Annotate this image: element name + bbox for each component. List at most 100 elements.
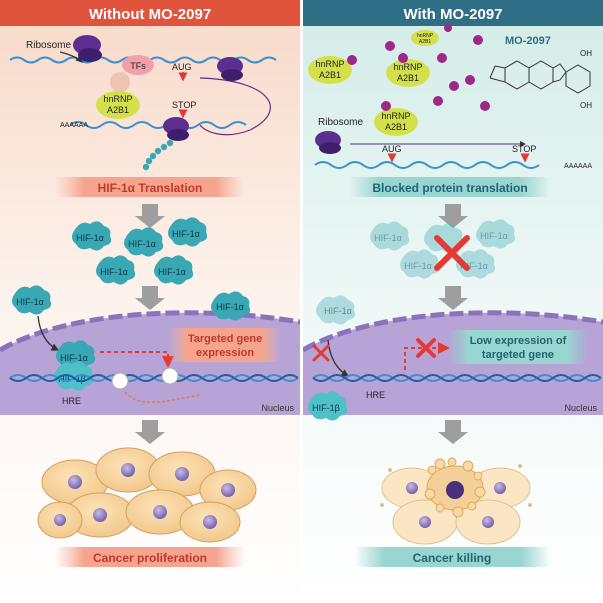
oh-label: OH	[580, 101, 592, 110]
outcome-banner	[355, 547, 550, 567]
outcome-banner-text: Cancer proliferation	[93, 551, 207, 565]
step1-banner-text: Blocked protein translation	[372, 181, 527, 195]
hnrnp-a2b1-icon	[96, 91, 140, 119]
right-title: With MO-2097	[403, 6, 502, 23]
ribosome-icon	[221, 69, 243, 81]
left-title: Without MO-2097	[89, 6, 211, 23]
hnrnp-label-1: hnRNP	[103, 94, 132, 104]
target-banner-line1: Targeted gene	[188, 333, 262, 345]
hif1b-protein	[54, 361, 94, 391]
hif1a-label: HIF-1α	[76, 233, 104, 243]
cancer-cell-cluster	[37, 447, 257, 543]
ribosome-icon	[319, 142, 341, 154]
target-banner-line2: targeted gene	[482, 349, 554, 361]
polymerase-icon	[111, 372, 129, 390]
stop-label: STOP	[172, 100, 196, 110]
target-gene-banner	[170, 328, 280, 362]
ribosome-icon	[167, 129, 189, 141]
hre-label: HRE	[62, 396, 81, 406]
step1-banner-text: HIF-1α Translation	[98, 181, 203, 195]
hif1a-label: HIF-1α	[404, 261, 432, 271]
ribosome-arrow	[59, 51, 83, 63]
mo2097-molecule	[398, 53, 408, 63]
ribosome-icon	[78, 48, 102, 62]
hif1a-label: HIF-1α	[16, 297, 44, 307]
hnrnp-a2b1-icon	[411, 30, 439, 46]
mo2097-molecules	[385, 24, 490, 111]
dna-strand	[312, 374, 602, 382]
import-arrow	[37, 315, 60, 351]
down-arrow	[135, 420, 165, 444]
blocked-activation-arrow	[404, 342, 450, 370]
left-header-bar	[0, 0, 300, 26]
hnrnp-label-2: A2B1	[419, 39, 431, 45]
down-arrow	[135, 286, 165, 310]
hif1a-protein	[12, 285, 52, 315]
mrna-strand-lower	[69, 121, 247, 129]
mo2097-molecule	[381, 101, 391, 111]
faded-hif1a-proteins	[370, 219, 516, 279]
hif1b-protein	[308, 391, 348, 421]
polya-label: AAAAAA	[564, 163, 592, 170]
polya-label: AAAAAA	[60, 122, 88, 129]
mo2097-structure	[489, 60, 591, 94]
hre-label: HRE	[366, 390, 385, 400]
hnrnp-label-1: hnRNP	[315, 59, 344, 69]
peptide-chain	[142, 139, 174, 171]
down-arrow	[438, 204, 468, 228]
compound-label: MO-2097	[505, 35, 551, 47]
hnrnp-label-2: A2B1	[107, 105, 129, 115]
tfs-label: TFs	[130, 61, 146, 71]
stop-label: STOP	[512, 144, 536, 154]
down-arrow	[438, 286, 468, 310]
blocked-import-x-icon	[312, 344, 330, 362]
down-arrow	[135, 204, 165, 228]
right-header-bar	[303, 0, 603, 26]
hnrnp-label-1: hnRNP	[417, 33, 434, 39]
step1-banner	[350, 177, 550, 197]
hnrnp-label-2: A2B1	[397, 73, 419, 83]
nuclear-envelope	[0, 310, 301, 353]
transcript-strand	[124, 391, 201, 404]
dna-strand	[9, 374, 299, 382]
hif1a-protein	[211, 291, 251, 321]
hif1a-label: HIF-1α	[480, 231, 508, 241]
hif1a-label: HIF-1α	[216, 302, 244, 312]
hnrnp-label-1: hnRNP	[393, 62, 422, 72]
faded-hif1a-protein	[316, 295, 356, 325]
factor-icon	[110, 72, 130, 92]
oh-label: OH	[580, 49, 592, 58]
mrna-loop-arrow	[199, 77, 271, 136]
target-gene-banner	[448, 330, 588, 364]
hif1a-label: HIF-1α	[324, 306, 352, 316]
tfs-icon	[122, 55, 154, 75]
hnrnp-label-2: A2B1	[385, 122, 407, 132]
aug-label: AUG	[172, 62, 192, 72]
hnrnp-a2b1-icon	[308, 56, 352, 84]
aug-label: AUG	[382, 144, 402, 154]
hif1a-protein	[56, 340, 96, 370]
target-banner-line2: expression	[196, 347, 254, 359]
mrna-strand	[314, 161, 540, 169]
mo2097-molecule	[347, 55, 357, 65]
hnrnp-label-2: A2B1	[319, 70, 341, 80]
hnrnp-a2b1-icon	[374, 108, 418, 136]
hif1b-label: HIF-1β	[312, 403, 340, 413]
nucleus-label: Nucleus	[564, 403, 597, 413]
hif1a-label: HIF-1α	[100, 267, 128, 277]
outcome-banner-text: Cancer killing	[413, 551, 492, 565]
hif1a-label: HIF-1α	[460, 261, 488, 271]
activation-arrow	[100, 351, 174, 368]
hnrnp-a2b1-icon	[386, 59, 430, 87]
ribosome-label: Ribosome	[26, 40, 71, 51]
hif1a-label: HIF-1α	[60, 353, 88, 363]
hnrnp-label-1: hnRNP	[381, 111, 410, 121]
blocked-expression-x-icon	[416, 338, 436, 358]
dying-cell-cluster	[380, 457, 532, 545]
hif1a-label: HIF-1α	[374, 233, 402, 243]
step1-banner	[55, 177, 245, 197]
polymerase-icon	[161, 367, 179, 385]
hif1a-label: HIF-1α	[172, 229, 200, 239]
nuclear-envelope	[301, 310, 603, 353]
